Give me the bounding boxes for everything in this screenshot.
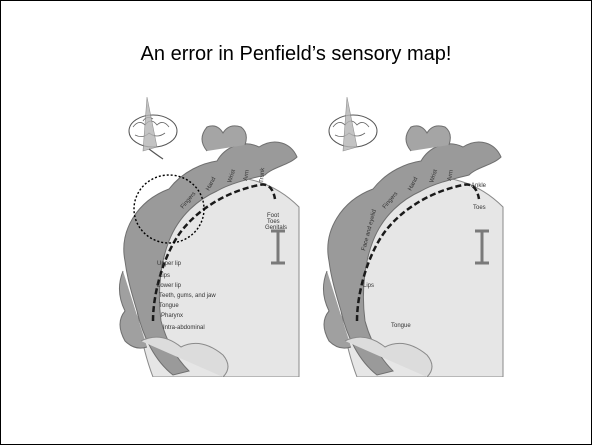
label-lips: Lips bbox=[159, 273, 170, 279]
label-teeth: Teeth, gums, and jaw bbox=[159, 293, 216, 299]
label-toes: Toes bbox=[473, 205, 486, 211]
corrected-sensory-map: Fingers Hand Wrist Arm Ankle Toes Face a… bbox=[321, 91, 511, 377]
penfield-original-map: Fingers Hand Wrist Arm Trunk Foot Toes G… bbox=[113, 91, 311, 377]
slide-title: An error in Penfield’s sensory map! bbox=[1, 43, 591, 66]
label-pharynx: Pharynx bbox=[161, 313, 183, 319]
label-lips: Lips bbox=[363, 283, 374, 289]
svg-text:Trunk: Trunk bbox=[259, 167, 266, 184]
label-tongue: Tongue bbox=[159, 303, 179, 309]
label-lower-lip: Lower lip bbox=[157, 283, 182, 289]
brain-inset-icon bbox=[329, 97, 377, 151]
brain-inset-icon bbox=[129, 97, 177, 159]
label-tongue: Tongue bbox=[391, 323, 411, 329]
label-ankle: Ankle bbox=[471, 183, 487, 189]
label-genitals: Genitals bbox=[265, 225, 287, 231]
label-upper-lip: Upper lip bbox=[157, 261, 182, 267]
label-intra-abdominal: Intra-abdominal bbox=[163, 325, 205, 331]
